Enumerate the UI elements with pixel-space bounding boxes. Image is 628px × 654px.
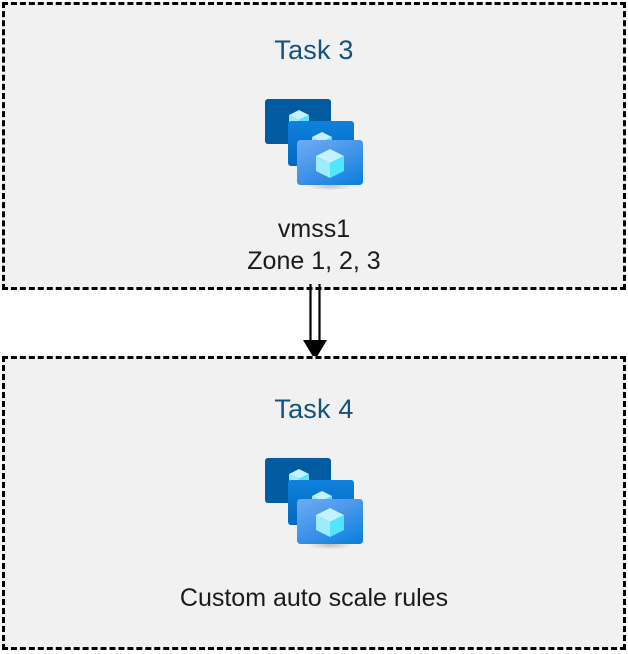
task-caption: vmss1 Zone 1, 2, 3 — [247, 213, 380, 277]
connector-arrow-down — [303, 284, 327, 360]
vmss-icon — [265, 458, 363, 550]
vmss-icon — [265, 99, 363, 191]
task-title: Task 4 — [274, 394, 354, 424]
caption-line: Zone 1, 2, 3 — [247, 247, 381, 275]
caption-line: vmss1 — [277, 215, 351, 243]
task-box-task-4[interactable]: Task 4 — [2, 356, 626, 650]
task-title: Task 3 — [274, 35, 354, 65]
task-box-task-3[interactable]: Task 3 — [2, 2, 626, 290]
task-caption: Custom auto scale rules — [180, 582, 448, 614]
caption-line: Custom auto scale rules — [179, 584, 449, 612]
